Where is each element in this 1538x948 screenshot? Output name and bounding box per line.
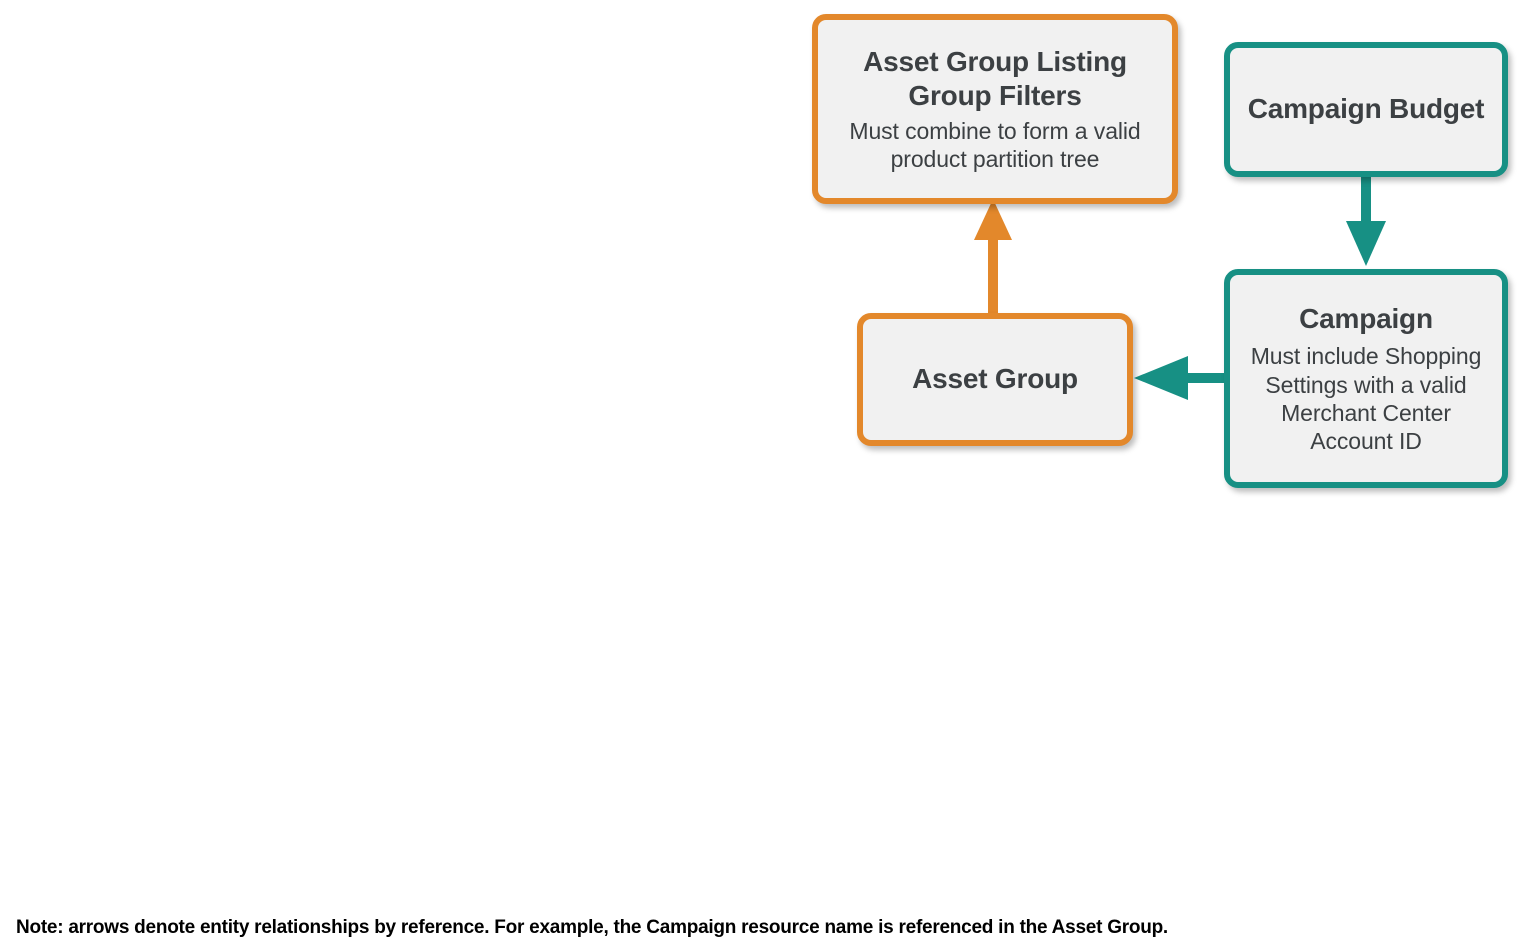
node-title: Campaign Budget xyxy=(1247,93,1485,125)
node-campaign[interactable]: Campaign Must include Shopping Settings … xyxy=(1224,269,1508,488)
arrow-campaign-to-asset-group xyxy=(1134,356,1224,400)
node-subtitle: Must combine to form a valid product par… xyxy=(849,118,1141,173)
node-title: Asset Group xyxy=(912,363,1078,395)
arrow-asset-group-to-listing-group-filters xyxy=(974,199,1012,313)
node-title: Campaign xyxy=(1299,303,1433,335)
node-title: Asset Group Listing Group Filters xyxy=(863,45,1127,111)
diagram-footnote: Note: arrows denote entity relationships… xyxy=(16,917,1168,938)
node-campaign-budget[interactable]: Campaign Budget xyxy=(1224,42,1508,177)
node-subtitle: Must include Shopping Settings with a va… xyxy=(1250,343,1482,454)
node-asset-group-listing-group-filters[interactable]: Asset Group Listing Group Filters Must c… xyxy=(812,14,1178,204)
node-asset-group[interactable]: Asset Group xyxy=(857,313,1133,446)
arrow-campaign-budget-to-campaign xyxy=(1346,177,1386,266)
